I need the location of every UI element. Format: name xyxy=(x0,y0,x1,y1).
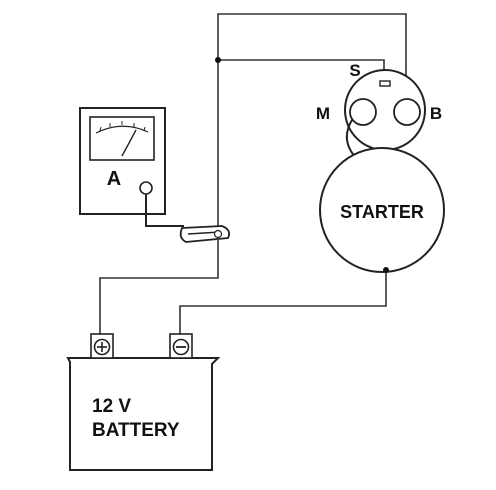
terminal-s-label: S xyxy=(349,61,360,80)
battery-name-label: BATTERY xyxy=(92,420,180,441)
wire-battery-positive xyxy=(99,240,219,342)
minus-terminal-icon xyxy=(172,338,190,356)
ammeter-label: A xyxy=(107,168,121,190)
starter-motor: STARTER xyxy=(319,147,445,273)
terminal-b-post xyxy=(393,98,421,126)
wire-junction-branch xyxy=(218,59,385,72)
terminal-b-label: B xyxy=(430,104,442,123)
clamp-icon xyxy=(179,225,231,243)
starter-solenoid: S M B xyxy=(316,61,442,162)
analog-meter-icon xyxy=(89,116,155,161)
starter-housing xyxy=(319,147,445,273)
battery: 12 V BATTERY xyxy=(66,333,221,471)
starter-label: STARTER xyxy=(340,202,424,222)
terminal-m-label: M xyxy=(316,104,330,123)
wire-battery-negative xyxy=(179,270,387,342)
wire-junction-dot xyxy=(215,57,221,63)
terminal-m-post xyxy=(349,98,377,126)
battery-voltage-label: 12 V xyxy=(92,396,131,417)
ammeter-lead xyxy=(145,194,184,227)
ammeter: A xyxy=(79,107,184,227)
battery-body xyxy=(66,357,221,471)
plus-terminal-icon xyxy=(93,338,111,356)
ammeter-jack xyxy=(139,181,153,195)
terminal-s-post xyxy=(379,80,391,87)
starter-ground-dot xyxy=(383,267,389,273)
